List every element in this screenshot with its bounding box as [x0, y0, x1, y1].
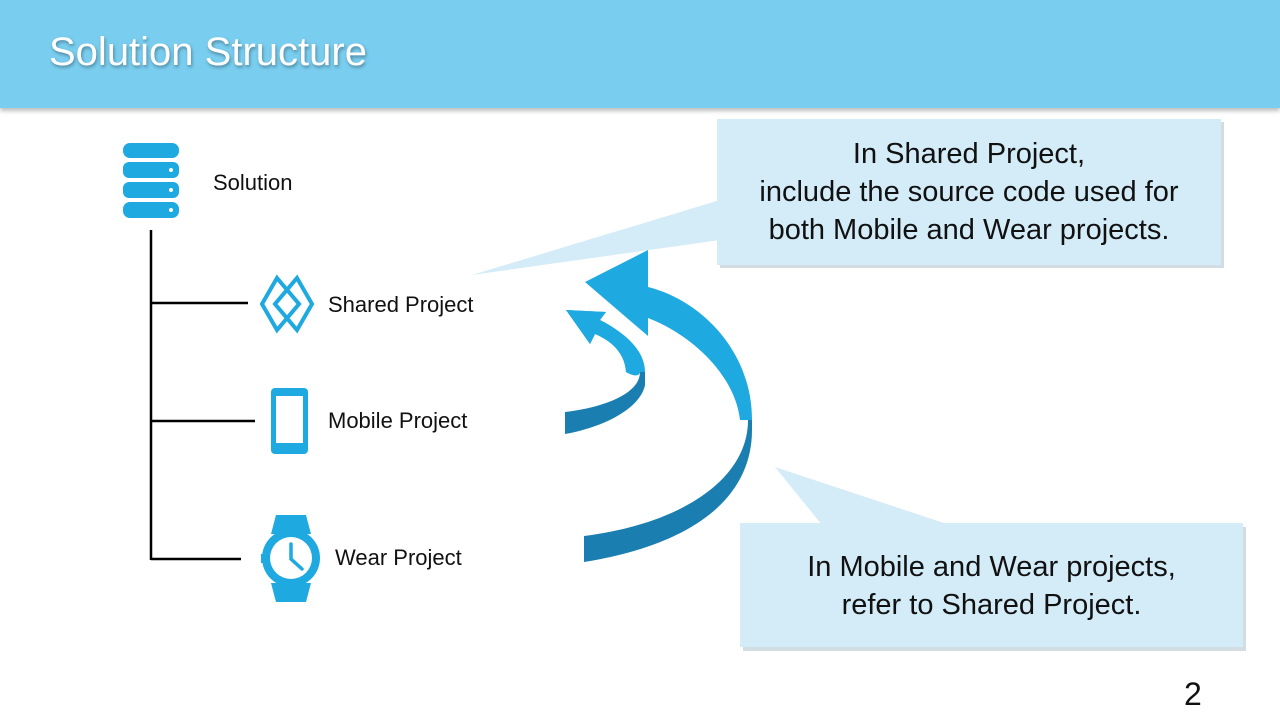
- smartwatch-icon: [261, 515, 320, 602]
- tree-root-label: Solution: [213, 170, 293, 195]
- bottom-callout-text: In Mobile and Wear projects, refer to Sh…: [740, 548, 1243, 624]
- top-callout-line: In Shared Project,: [852, 138, 1086, 170]
- bottom-callout-line: refer to Shared Project.: [841, 589, 1142, 621]
- wear-to-shared-arrow: [584, 250, 752, 562]
- smartphone-icon: [271, 388, 308, 454]
- mobile-to-shared-arrow: [565, 310, 645, 434]
- top-callout-shape: [472, 119, 1224, 275]
- page-number: 2: [1184, 676, 1202, 712]
- database-icon: [123, 143, 179, 218]
- top-callout-line: include the source code used for: [759, 176, 1179, 208]
- title-bar: Solution Structure: [0, 0, 1280, 108]
- shared-project-label: Shared Project: [328, 292, 474, 317]
- mobile-project-label: Mobile Project: [328, 408, 468, 433]
- tree-connectors: [149, 230, 255, 561]
- top-callout-line: both Mobile and Wear projects.: [768, 214, 1170, 246]
- bottom-callout-line: In Mobile and Wear projects,: [807, 551, 1176, 583]
- top-callout-text: In Shared Project, include the source co…: [717, 135, 1221, 249]
- shared-project-icon: [259, 274, 315, 334]
- bottom-callout-shape: [740, 467, 1246, 651]
- wear-project-label: Wear Project: [335, 545, 462, 570]
- page-title: Solution Structure: [49, 30, 367, 74]
